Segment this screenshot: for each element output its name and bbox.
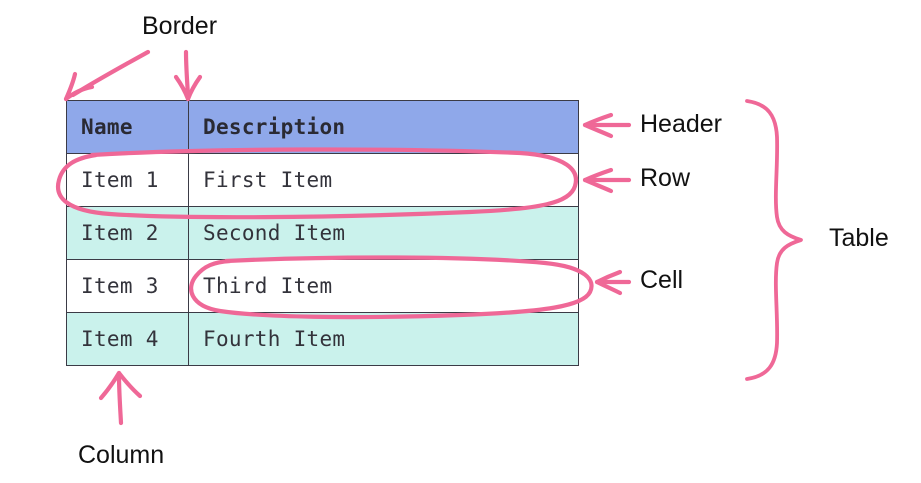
annotation-label-border: Border [142, 12, 218, 40]
cell-name: Item 4 [66, 312, 189, 366]
table-row: Item 2 Second Item [66, 206, 579, 260]
column-header-name: Name [66, 100, 189, 154]
column-header-description: Description [188, 100, 579, 154]
cell-arrow-icon [594, 269, 632, 296]
cell-description: Second Item [188, 206, 579, 260]
column-arrow-icon [98, 370, 143, 426]
cell-description: First Item [188, 153, 579, 207]
cell-description: Fourth Item [188, 312, 579, 366]
table-body: Item 1 First Item Item 2 Second Item Ite… [66, 153, 579, 366]
annotation-label-table: Table [829, 224, 889, 252]
cell-name: Item 2 [66, 206, 189, 260]
header-arrow-icon [582, 112, 632, 139]
annotation-label-cell: Cell [640, 266, 684, 294]
annotation-label-column: Column [78, 441, 165, 469]
table-container: Name Description Item 1 First Item Item … [66, 100, 579, 366]
table-header: Name Description [66, 100, 579, 154]
table-row: Item 4 Fourth Item [66, 312, 579, 366]
cell-name: Item 1 [66, 153, 189, 207]
row-arrow-icon [582, 167, 632, 194]
annotation-label-row: Row [640, 164, 691, 192]
table-curly-brace-icon [745, 99, 803, 381]
table-row: Item 3 Third Item [66, 259, 579, 313]
border-arrow-vertical-icon [173, 49, 203, 102]
table-header-row: Name Description [66, 100, 579, 154]
border-arrow-diagonal-icon [63, 49, 151, 102]
cell-description: Third Item [188, 259, 579, 313]
demo-table: Name Description Item 1 First Item Item … [66, 100, 579, 366]
table-row: Item 1 First Item [66, 153, 579, 207]
annotation-label-header: Header [640, 110, 722, 138]
cell-name: Item 3 [66, 259, 189, 313]
